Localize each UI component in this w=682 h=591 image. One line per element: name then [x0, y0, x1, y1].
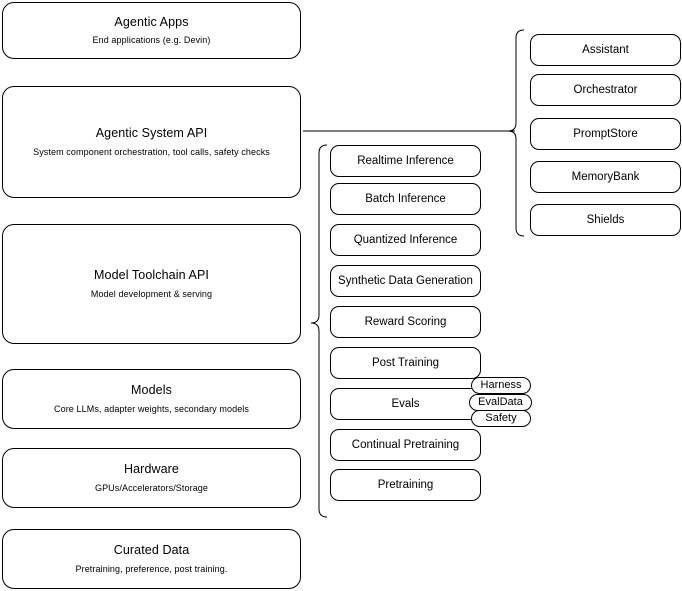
layer-title: Models: [131, 383, 172, 398]
component-label: Realtime Inference: [357, 154, 454, 167]
layer-subtitle: End applications (e.g. Devin): [92, 35, 211, 46]
component-label: Assistant: [582, 43, 629, 56]
component-label: Reward Scoring: [364, 315, 447, 328]
toolchain-component-pretraining[interactable]: Pretraining: [330, 469, 481, 501]
subcomponent-label: EvalData: [478, 395, 523, 408]
layer-agentic-system-api[interactable]: Agentic System API System component orch…: [2, 86, 301, 198]
layer-subtitle: Model development & serving: [90, 288, 213, 299]
layer-subtitle: Pretraining, preference, post training.: [75, 563, 228, 574]
layer-title: Hardware: [124, 462, 179, 477]
component-label: Orchestrator: [573, 83, 638, 96]
component-label: Continual Pretraining: [351, 438, 460, 451]
layer-subtitle: GPUs/Accelerators/Storage: [94, 482, 209, 493]
system-components-bracket: [507, 29, 525, 237]
layer-model-toolchain-api[interactable]: Model Toolchain API Model development & …: [2, 224, 301, 344]
layer-subtitle: System component orchestration, tool cal…: [33, 146, 270, 157]
toolchain-component-post-training[interactable]: Post Training: [330, 347, 481, 379]
component-label: Synthetic Data Generation: [338, 274, 473, 287]
layer-models[interactable]: Models Core LLMs, adapter weights, secon…: [2, 369, 301, 429]
toolchain-component-realtime-inference[interactable]: Realtime Inference: [330, 145, 481, 177]
component-label: Shields: [586, 213, 625, 226]
layer-agentic-apps[interactable]: Agentic Apps End applications (e.g. Devi…: [2, 2, 301, 59]
component-label: Post Training: [371, 356, 440, 369]
toolchain-component-evals[interactable]: Evals: [330, 388, 481, 420]
toolchain-component-batch-inference[interactable]: Batch Inference: [330, 183, 481, 215]
evals-subcomponent-evaldata[interactable]: EvalData: [469, 394, 532, 411]
component-label: Batch Inference: [365, 192, 446, 205]
system-component-promptstore[interactable]: PromptStore: [530, 118, 681, 150]
system-component-orchestrator[interactable]: Orchestrator: [530, 74, 681, 106]
layer-title: Model Toolchain API: [94, 268, 209, 283]
toolchain-component-continual-pretraining[interactable]: Continual Pretraining: [330, 429, 481, 461]
component-label: Pretraining: [377, 478, 434, 491]
layer-title: Agentic Apps: [114, 14, 189, 29]
system-component-shields[interactable]: Shields: [530, 204, 681, 236]
subcomponent-label: Harness: [480, 378, 522, 391]
system-component-assistant[interactable]: Assistant: [530, 34, 681, 66]
toolchain-component-quantized-inference[interactable]: Quantized Inference: [330, 224, 481, 256]
toolchain-component-synthetic-data-generation[interactable]: Synthetic Data Generation: [330, 265, 481, 297]
toolchain-components-bracket: [310, 144, 328, 518]
toolchain-component-reward-scoring[interactable]: Reward Scoring: [330, 306, 481, 338]
component-label: PromptStore: [573, 127, 638, 140]
component-label: Evals: [391, 397, 420, 410]
system-component-memorybank[interactable]: MemoryBank: [530, 161, 681, 193]
layer-title: Curated Data: [113, 543, 190, 558]
layer-title: Agentic System API: [95, 126, 208, 141]
layer-curated-data[interactable]: Curated Data Pretraining, preference, po…: [2, 529, 301, 589]
evals-subcomponent-safety[interactable]: Safety: [471, 410, 531, 427]
subcomponent-label: Safety: [485, 411, 517, 424]
layer-subtitle: Core LLMs, adapter weights, secondary mo…: [54, 403, 249, 414]
component-label: MemoryBank: [571, 170, 640, 183]
layer-hardware[interactable]: Hardware GPUs/Accelerators/Storage: [2, 448, 301, 508]
evals-subcomponent-harness[interactable]: Harness: [471, 377, 531, 394]
component-label: Quantized Inference: [353, 233, 458, 246]
